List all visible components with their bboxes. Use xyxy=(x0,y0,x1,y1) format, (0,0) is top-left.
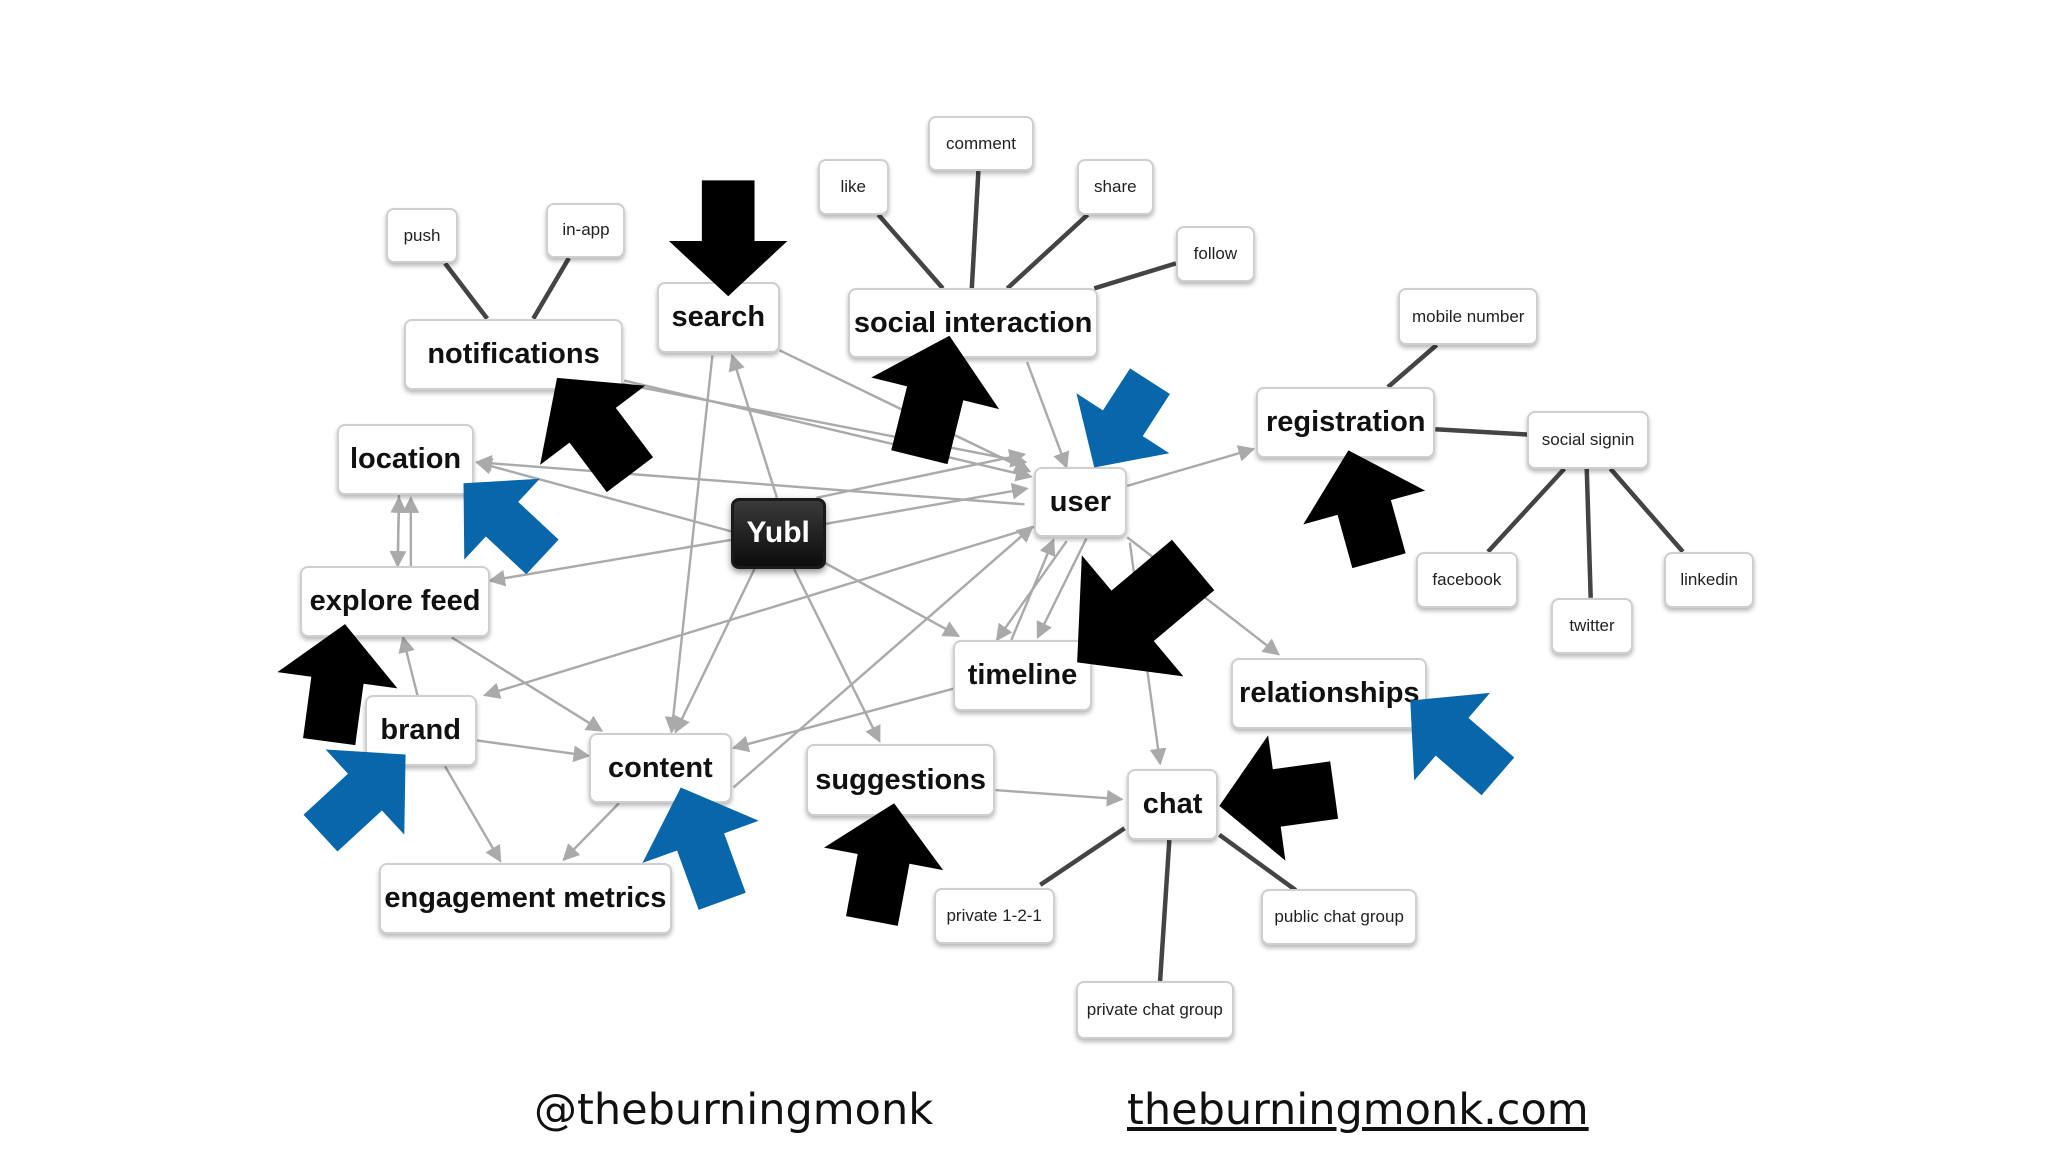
node-relationships[interactable]: relationships xyxy=(1231,658,1428,730)
node-yubl[interactable]: Yubl xyxy=(730,497,826,569)
node-notifications[interactable]: notifications xyxy=(404,318,623,390)
node-mobile-number[interactable]: mobile number xyxy=(1398,288,1539,345)
arrow-to-chat xyxy=(1219,735,1339,861)
node-facebook[interactable]: facebook xyxy=(1415,551,1519,609)
arrow-to-content xyxy=(642,787,759,910)
arrow-to-relationships xyxy=(1410,692,1515,796)
arrow-to-timeline xyxy=(1077,539,1215,677)
node-twitter[interactable]: twitter xyxy=(1551,597,1633,655)
arrow-to-brand xyxy=(303,749,406,852)
node-social-interaction[interactable]: social interaction xyxy=(848,288,1099,359)
node-push[interactable]: push xyxy=(385,208,459,264)
node-social-signin[interactable]: social signin xyxy=(1527,410,1649,469)
node-chat[interactable]: chat xyxy=(1127,769,1219,841)
node-follow[interactable]: follow xyxy=(1175,226,1255,282)
arrow-to-search xyxy=(668,180,788,297)
node-location[interactable]: location xyxy=(337,424,475,496)
arrow-to-user xyxy=(1076,368,1170,468)
node-private-1-2-1[interactable]: private 1-2-1 xyxy=(933,887,1055,945)
arrow-to-notifications xyxy=(540,377,654,493)
node-suggestions[interactable]: suggestions xyxy=(805,743,996,817)
arrow-to-explore-feed xyxy=(277,624,398,746)
node-engagement-metrics[interactable]: engagement metrics xyxy=(379,862,672,934)
arrow-to-suggestions xyxy=(824,803,944,926)
footer-website-link[interactable]: theburningmonk.com xyxy=(1127,1085,1589,1135)
node-like[interactable]: like xyxy=(817,159,889,215)
node-share[interactable]: share xyxy=(1077,159,1154,215)
node-comment[interactable]: comment xyxy=(928,115,1034,172)
arrow-to-social-interaction xyxy=(871,335,1000,465)
node-user[interactable]: user xyxy=(1033,467,1128,538)
node-in-app[interactable]: in-app xyxy=(546,202,626,259)
node-search[interactable]: search xyxy=(657,281,780,353)
arrow-to-location xyxy=(463,478,559,575)
node-public-chat-group[interactable]: public chat group xyxy=(1261,888,1417,946)
arrow-to-registration xyxy=(1303,450,1426,569)
node-timeline[interactable]: timeline xyxy=(953,639,1092,712)
node-private-chat-group[interactable]: private chat group xyxy=(1075,981,1234,1039)
node-content[interactable]: content xyxy=(588,733,733,804)
node-explore-feed[interactable]: explore feed xyxy=(300,566,490,638)
footer-twitter-handle: @theburningmonk xyxy=(534,1085,934,1135)
node-linkedin[interactable]: linkedin xyxy=(1664,551,1754,609)
